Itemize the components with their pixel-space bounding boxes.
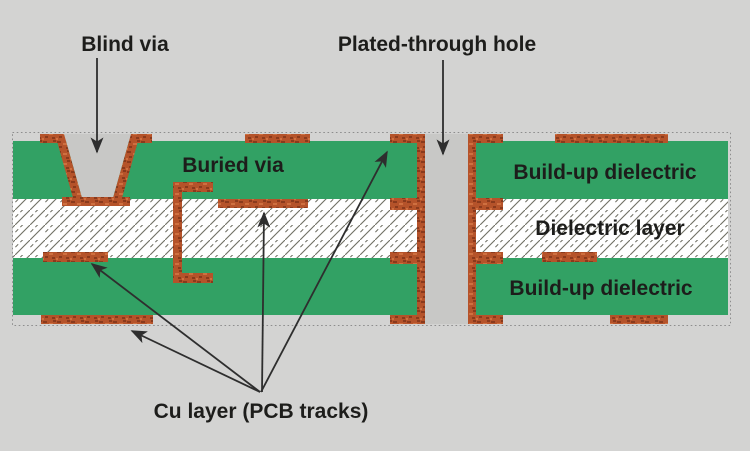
top-surface-pad-mid	[245, 134, 310, 143]
blind-via-top-pad-right	[131, 134, 152, 143]
inner-pad-bottom-core-right	[542, 252, 597, 262]
through-hole-bottom-pad-right	[468, 315, 503, 324]
buried-via-arm-top	[173, 182, 213, 192]
through-hole-bottom-pad-left	[390, 315, 425, 324]
through-hole-top-pad-left	[390, 134, 425, 143]
blind-via-wall-right	[113, 134, 140, 198]
blind-via-bottom-pad	[62, 197, 130, 206]
inner-pad-top-core	[218, 199, 308, 208]
core-dielectric-right	[476, 199, 728, 258]
through-hole-lining-left	[417, 134, 425, 324]
top-surface-pad-right	[555, 134, 668, 143]
build-up-dielectric-bottom-label: Build-up dielectric	[509, 277, 693, 300]
cu-layer-arrow-top-pad	[260, 150, 388, 393]
blind-via-top-pad-left	[40, 134, 64, 143]
inner-pad-bottom-core-left	[43, 252, 108, 262]
blind-via-cavity	[64, 134, 131, 198]
build-up-bottom-right	[476, 258, 728, 315]
bottom-surface-pad-right	[610, 315, 668, 324]
through-hole-flange-lower-right	[468, 252, 503, 264]
dielectric-layer-label: Dielectric layer	[535, 217, 684, 240]
cu-layer-arrow-inner-left	[90, 263, 261, 393]
build-up-bottom-left	[13, 258, 417, 315]
buried-via-label: Buried via	[182, 154, 284, 177]
through-hole-lining-right	[468, 134, 476, 324]
build-up-top-right	[476, 141, 728, 199]
board-outline	[12, 132, 731, 326]
core-dielectric-left	[13, 199, 417, 258]
cu-layer-label: Cu layer (PCB tracks)	[154, 400, 369, 423]
through-hole-flange-upper-left	[390, 198, 425, 210]
through-hole-flange-lower-left	[390, 252, 425, 264]
plated-through-hole-label: Plated-through hole	[338, 33, 536, 56]
buried-via-barrel	[173, 182, 182, 283]
buried-via-arm-bottom	[173, 273, 213, 283]
build-up-dielectric-top-label: Build-up dielectric	[513, 161, 697, 184]
cu-layer-arrow-inner-top	[257, 211, 271, 393]
through-hole-flange-upper-right	[468, 198, 503, 210]
blind-via-label: Blind via	[81, 33, 169, 56]
bottom-surface-pad-left	[41, 315, 153, 324]
cu-layer-arrow-bottom-pad	[130, 330, 261, 393]
through-hole-channel	[425, 134, 468, 324]
blind-via-wall-left	[55, 134, 82, 198]
through-hole-top-pad-right	[468, 134, 503, 143]
